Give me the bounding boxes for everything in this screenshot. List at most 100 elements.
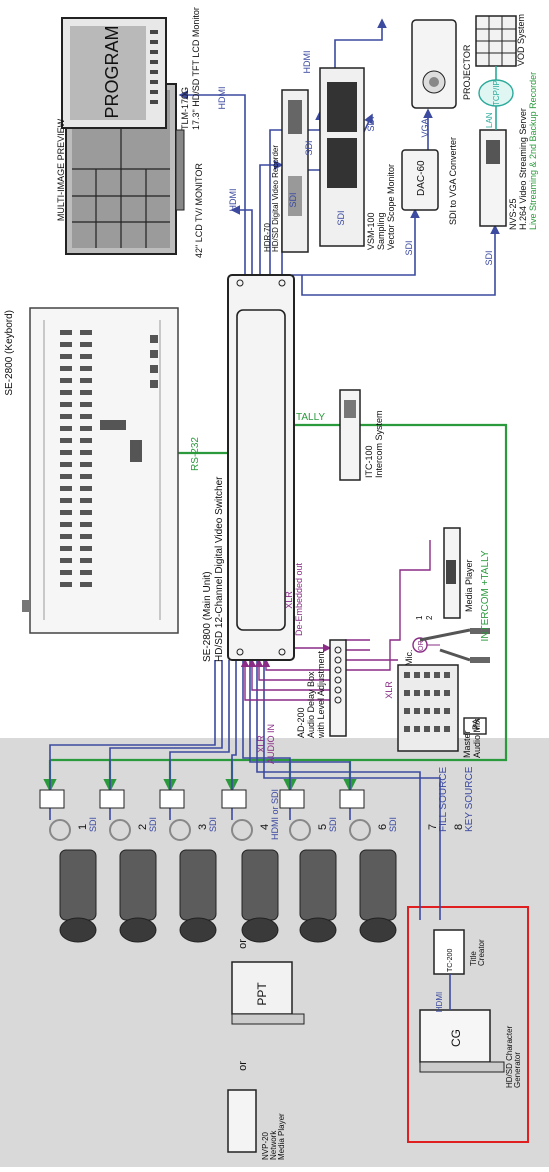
main-unit-label-2: HD/SD 12-Channel Digital Video Switcher <box>214 476 225 662</box>
input-2-label: 2 <box>137 824 149 830</box>
hdmi-label-3: HDMI <box>302 51 312 74</box>
cg-laptop <box>419 1009 505 1073</box>
vsm-label-3: Vector Scope Monitor <box>386 164 396 250</box>
itc-label-1: ITC-100 <box>364 445 374 478</box>
tc-200-box <box>433 929 465 1010</box>
mic-2-num: 2 <box>425 615 434 620</box>
program-monitor <box>61 17 167 129</box>
hdmi-label-1: HDMI <box>228 189 238 212</box>
cg-label: CG <box>449 1029 463 1047</box>
multi-image-label: MULTI-IMAGE PREVIEW <box>56 118 66 221</box>
audio-delay-box <box>329 639 347 737</box>
vsm-monitor <box>319 67 365 247</box>
dac-box-label: DAC-60 <box>416 160 427 196</box>
key-source-label: KEY SOURCE <box>464 766 475 832</box>
projector-label: PROJECTOR <box>462 44 472 100</box>
tcpip-label: TCP/IP <box>492 80 501 106</box>
camera-1 <box>39 789 97 943</box>
lcd-monitor-label: 42" LCD TV/ MONITOR <box>194 163 204 258</box>
labels: SE-2800 (Keybord) SE-2800 (Main Unit) HD… <box>4 7 538 1160</box>
nmp-label-2: Network <box>269 1130 278 1160</box>
input-7-label: 7 <box>427 824 439 830</box>
cg-desc-2: Generator <box>513 1052 522 1088</box>
input-8-label: 8 <box>453 824 465 830</box>
cameras <box>39 789 397 943</box>
audio-mix-label-1: Master <box>462 730 472 758</box>
sdi-label-5: SDI <box>404 240 414 255</box>
itc-label-2: Intercom System <box>374 410 384 478</box>
tlm-label-2: 17.3" HD/SD TFT LCD Monitor <box>191 7 201 130</box>
input-1-sdi: SDI <box>88 817 98 832</box>
audio-mixer <box>397 664 487 752</box>
projector <box>411 19 457 109</box>
input-1-label: 1 <box>77 824 89 830</box>
ppt-laptop <box>231 961 305 1025</box>
nvs-server <box>479 129 507 227</box>
tally-label: TALLY <box>296 412 325 423</box>
title-creator-1: Title <box>469 951 478 966</box>
xlr-label-3: XLR <box>384 681 394 699</box>
mic-1-num: 1 <box>415 615 424 620</box>
media-player <box>443 527 461 619</box>
camera-6 <box>339 789 397 943</box>
xlr-label-2: XLR <box>284 591 294 609</box>
or-label-1: or <box>237 939 249 949</box>
input-6-label: 6 <box>377 824 389 830</box>
ad-label-3: with Level Adjustment <box>316 650 326 739</box>
hdr-label-2: HD/SD Digital Video Recorder <box>271 145 280 252</box>
mic-label: Mic. <box>404 650 414 667</box>
input-6-sdi: SDI <box>388 817 398 832</box>
hdmi-cg-label: HDMI <box>435 992 444 1012</box>
dac-converter <box>401 149 439 211</box>
video-wires <box>49 18 500 920</box>
ppt-label: PPT <box>255 982 269 1006</box>
audio-in-label: AUDIO IN <box>266 724 276 764</box>
nmp-label-1: NVP-20 <box>261 1131 270 1160</box>
media-player-label: Media Player <box>464 559 474 612</box>
camera-2 <box>99 789 157 943</box>
rs232-label: RS-232 <box>190 437 201 471</box>
tc-label: TC-200 <box>447 949 454 972</box>
ad-label-2: Audio Delay Box <box>306 671 316 738</box>
audio-mix-label-2: Audio Mix <box>472 718 482 758</box>
fill-source-label: FILL SOURCE <box>438 766 449 832</box>
nvs-label-3: Live Streaming & 2nd Backup Recorder <box>528 72 538 230</box>
or-label-2: or <box>237 1061 249 1071</box>
input-4-label: 4 <box>259 824 271 830</box>
main-unit-label-1: SE-2800 (Main Unit) <box>202 571 213 662</box>
input-4-hdmi-sdi: HDMI or SDI <box>270 789 280 840</box>
nvs-label-2: H.264 Video Streaming Server <box>518 108 528 230</box>
main-unit <box>227 274 295 661</box>
intercom-tally-label: INTERCOM +TALLY <box>480 550 491 641</box>
vsm-label-2: Sampling <box>376 212 386 250</box>
tlm-label-1: TLM-170G <box>180 87 190 130</box>
vsm-label-1: VSM-100 <box>366 212 376 250</box>
program-label: PROGRAM <box>102 25 122 118</box>
lan-label: LAN <box>485 112 494 128</box>
microphones <box>412 628 490 663</box>
input-3-sdi: SDI <box>208 817 218 832</box>
vod-label: VOD System <box>516 14 526 66</box>
de-embedded-label: De-Embedded out <box>294 562 304 636</box>
camera-4 <box>221 789 279 943</box>
camera-5 <box>279 789 337 943</box>
intercom-unit <box>339 389 361 481</box>
sdi-label-2: SDI <box>304 140 314 155</box>
vga-label: VGA <box>420 118 430 137</box>
sdi-label-3: SDI <box>336 210 346 225</box>
xlr-label-1: XLR <box>256 735 266 753</box>
input-5-sdi: SDI <box>328 817 338 832</box>
hdmi-label-2: HDMI <box>217 87 227 110</box>
keyboard-label: SE-2800 (Keybord) <box>4 310 15 396</box>
cg-zone <box>407 906 529 1143</box>
input-5-label: 5 <box>317 824 329 830</box>
title-creator-2: Creator <box>477 939 486 966</box>
input-3-label: 3 <box>197 824 209 830</box>
camera-3 <box>159 789 217 943</box>
or-circle-label: OR <box>418 641 425 652</box>
sdi-label-4: SDI <box>366 116 376 131</box>
vod-system <box>475 15 517 130</box>
nvp-player <box>227 1089 257 1153</box>
